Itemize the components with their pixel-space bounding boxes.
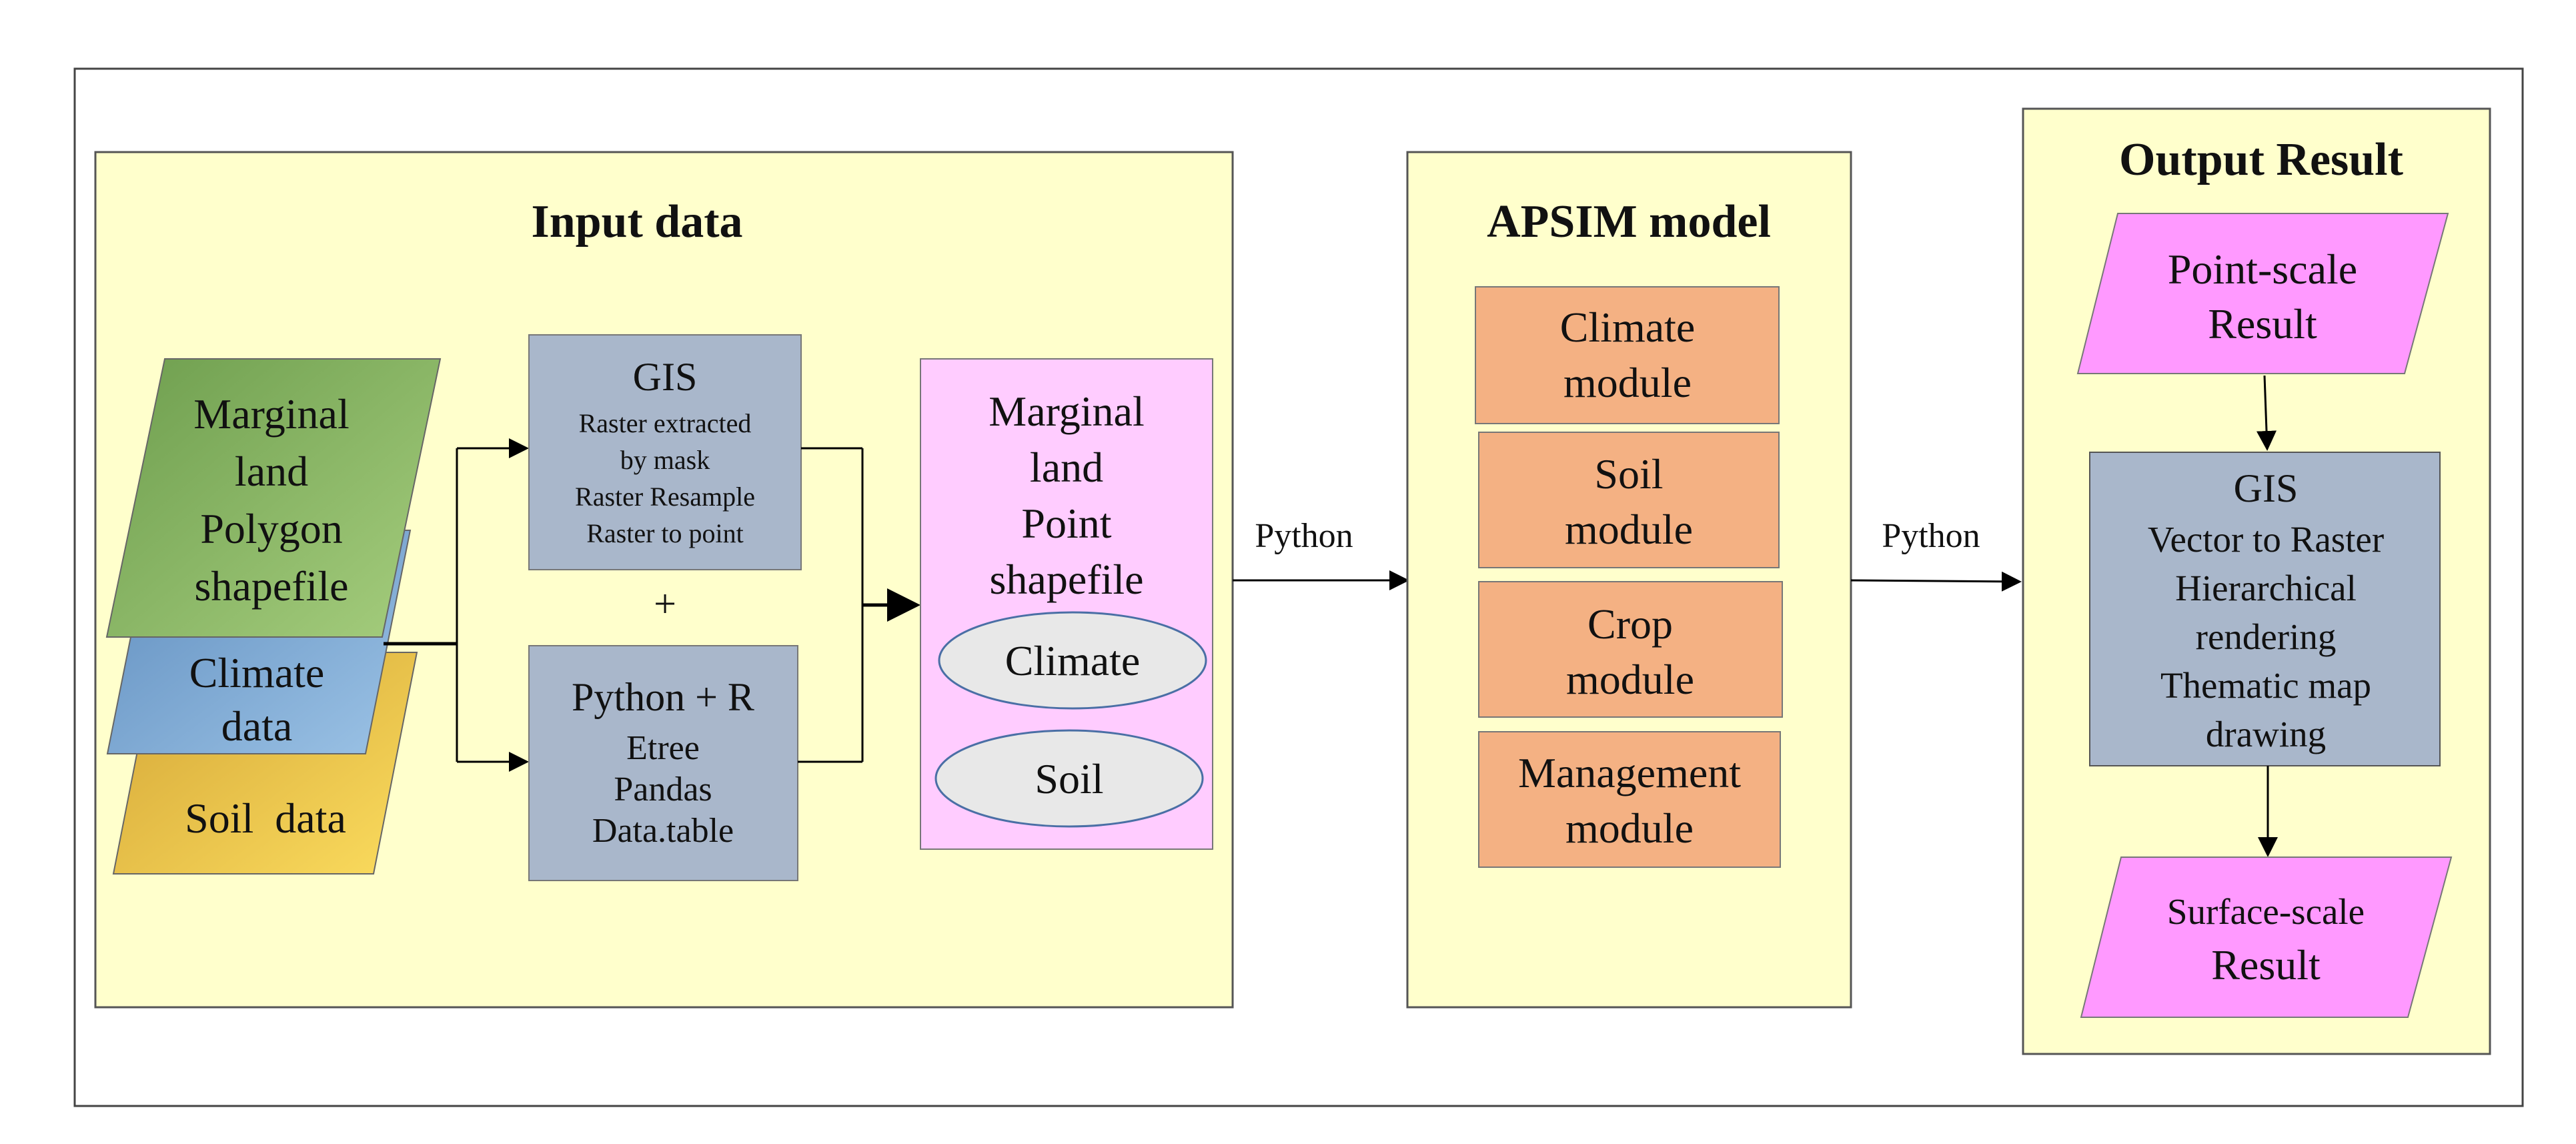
gis-box-line-4: Raster to point: [586, 518, 744, 548]
module-box-management: [1478, 731, 1781, 868]
marginal-land-polygon-label-4: shapefile: [195, 562, 349, 610]
climate-data-label-1: Climate: [189, 649, 325, 696]
point-shapefile-line-4: shapefile: [990, 556, 1144, 603]
module-management-line-1: Management: [1518, 749, 1741, 796]
module-climate-line-2: module: [1563, 359, 1692, 406]
soil-data-label: Soil data: [185, 794, 346, 842]
output-gis-box: [2089, 452, 2441, 766]
gis-box-title: GIS: [633, 355, 698, 399]
gis-box: [528, 334, 802, 570]
point-scale-result-parallelogram: [2076, 213, 2449, 374]
python-r-line-1: Etree: [626, 729, 700, 767]
apsim-panel-title: APSIM model: [1487, 196, 1771, 247]
point-shapefile-line-2: land: [1030, 444, 1103, 491]
climate-data-label-2: data: [221, 702, 293, 750]
python-r-line-3: Data.table: [592, 812, 734, 850]
module-box-soil: [1478, 432, 1780, 568]
output-gis-line-3: rendering: [2196, 616, 2337, 657]
output-gis-line-5: drawing: [2206, 714, 2326, 754]
point-shapefile-line-3: Point: [1021, 500, 1111, 547]
point-scale-result-line-2: Result: [2208, 300, 2317, 348]
module-crop-line-2: module: [1566, 656, 1694, 703]
marginal-land-polygon-parallelogram: [105, 358, 442, 638]
input-panel-title: Input data: [531, 196, 742, 247]
module-management-line-2: module: [1565, 804, 1694, 852]
soil-ellipse: [934, 729, 1204, 828]
marginal-land-polygon-label-1: Marginal: [193, 390, 349, 438]
python-r-title: Python + R: [572, 675, 754, 719]
module-soil-line-2: module: [1565, 506, 1693, 553]
apsim-panel: [1406, 151, 1852, 1009]
climate-ellipse-label: Climate: [1005, 637, 1141, 684]
arrow-to-output-gis: [2257, 375, 2277, 451]
climate-ellipse: [938, 611, 1207, 710]
surface-scale-result-line-2: Result: [2211, 941, 2321, 989]
module-box-crop: [1478, 581, 1783, 718]
output-gis-line-1: Vector to Raster: [2148, 519, 2384, 560]
connector-python-label-2: Python: [1882, 517, 1980, 555]
point-scale-result-line-1: Point-scale: [2168, 245, 2357, 293]
plus-sign: +: [654, 582, 676, 626]
surface-scale-result-parallelogram: [2080, 856, 2453, 1018]
gis-box-line-1: Raster extracted: [579, 408, 752, 438]
marginal-land-polygon-label-2: land: [235, 448, 308, 495]
soil-ellipse-label: Soil: [1035, 755, 1103, 802]
output-gis-line-4: Thematic map: [2160, 665, 2371, 706]
module-box-climate: [1475, 286, 1780, 424]
module-crop-line-1: Crop: [1587, 600, 1673, 648]
marginal-land-polygon-label-3: Polygon: [200, 505, 342, 552]
surface-scale-result-line-1: Surface-scale: [2167, 891, 2365, 932]
module-climate-line-1: Climate: [1560, 304, 1696, 351]
gis-box-line-2: by mask: [620, 445, 710, 475]
arrow-to-output: [1850, 571, 2022, 592]
connector-python-label-1: Python: [1255, 517, 1353, 555]
python-r-line-2: Pandas: [614, 770, 712, 808]
output-panel-title: Output Result: [2119, 134, 2403, 185]
point-shapefile-line-1: Marginal: [989, 388, 1144, 435]
output-gis-title: GIS: [2234, 466, 2299, 510]
module-soil-line-1: Soil: [1594, 450, 1663, 498]
python-r-box: [528, 645, 798, 881]
output-gis-line-2: Hierarchical: [2175, 568, 2357, 608]
gis-box-line-3: Raster Resample: [575, 482, 755, 512]
